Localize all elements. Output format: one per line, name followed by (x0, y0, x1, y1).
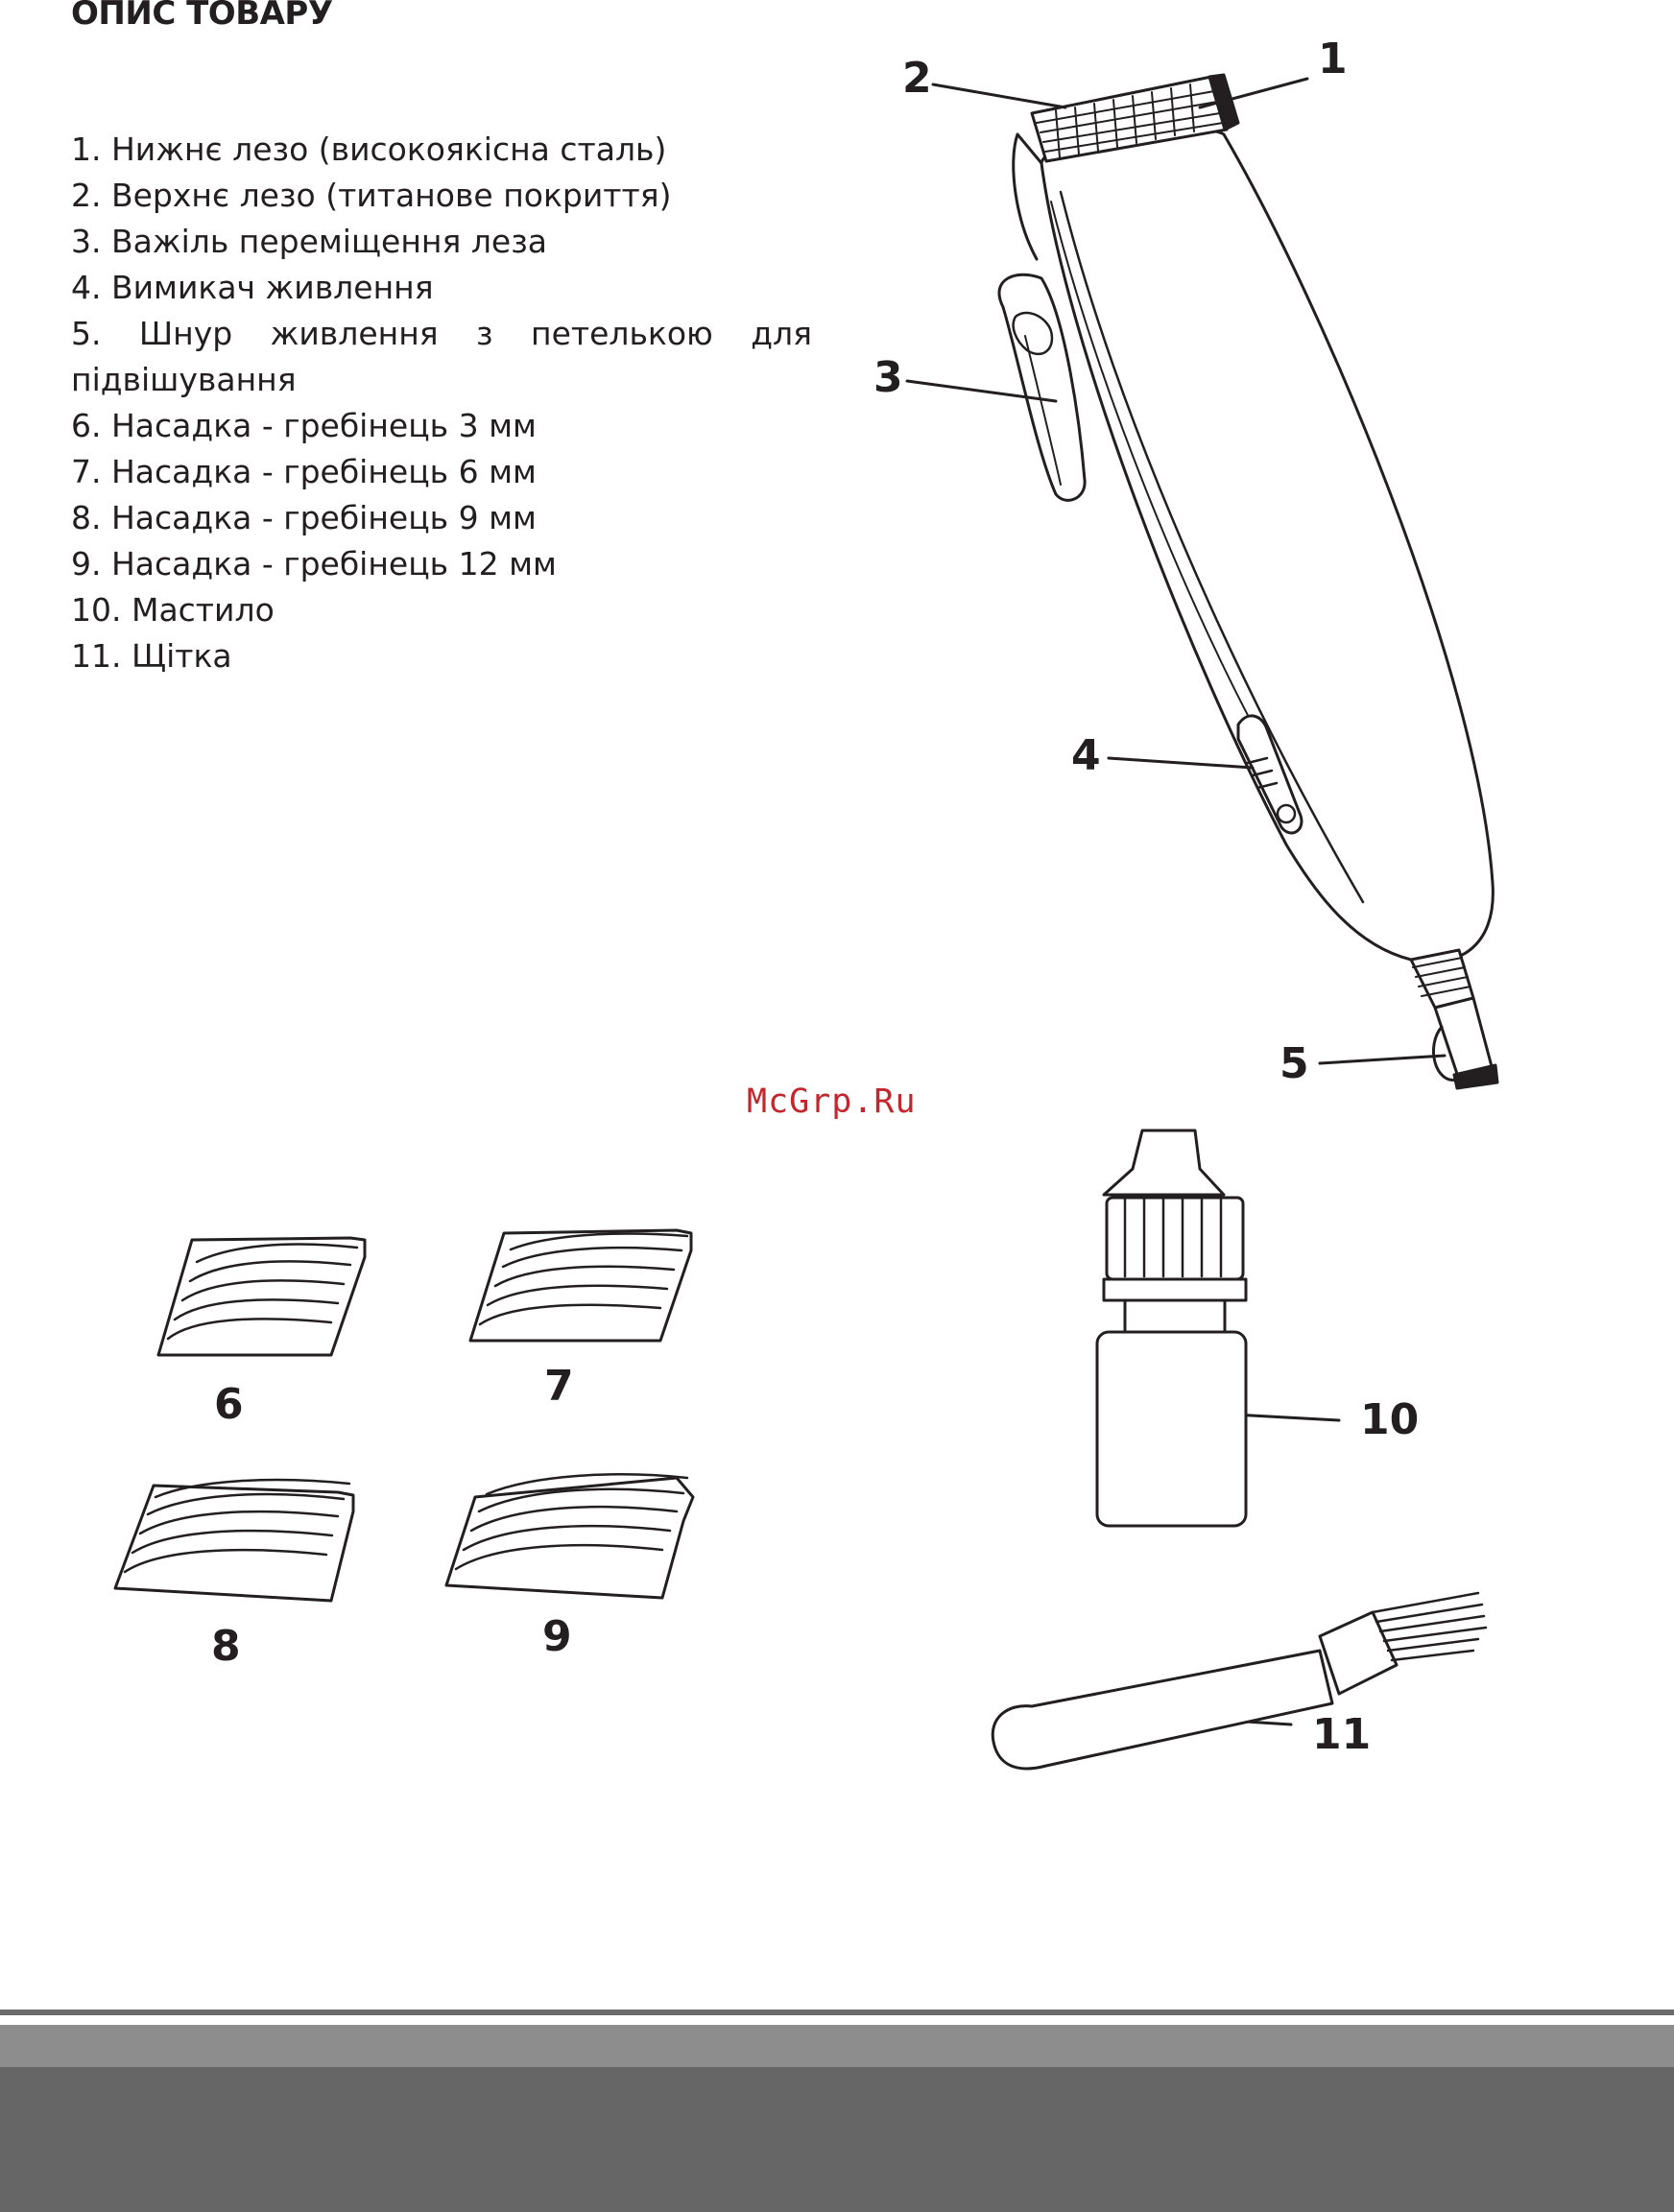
list-item: 8. Насадка - гребінець 9 мм (71, 499, 537, 536)
callout-2: 2 (902, 54, 932, 103)
page-title: ОПИС ТОВАРУ (71, 0, 333, 33)
comb-attachment-6 (156, 1236, 367, 1357)
list-item: 1. Нижнє лезо (високоякісна сталь) (71, 131, 667, 168)
footer-divider (0, 2010, 1674, 2015)
list-item: 3. Важіль переміщення леза (71, 223, 547, 260)
list-item: 9. Насадка - гребінець 12 мм (71, 545, 557, 583)
brush-illustration (991, 1591, 1488, 1771)
list-item: 11. Щітка (71, 637, 232, 675)
footer-bar (0, 2067, 1674, 2212)
list-item: 2. Верхнє лезо (титанове покриття) (71, 177, 672, 214)
callout-8: 8 (211, 1622, 241, 1671)
hanging-loop (1432, 1025, 1459, 1082)
clipper-illustration (997, 73, 1499, 1090)
callout-10: 10 (1360, 1395, 1420, 1444)
list-item: 7. Насадка - гребінець 6 мм (71, 453, 537, 490)
parts-list: 1. Нижнє лезо (високоякісна сталь) 2. Ве… (71, 127, 812, 679)
power-switch (1236, 714, 1303, 835)
list-item: 6. Насадка - гребінець 3 мм (71, 407, 537, 444)
callout-3: 3 (873, 353, 903, 402)
oil-bottle-illustration (1095, 1129, 1248, 1528)
taper-lever (997, 273, 1087, 502)
callout-6: 6 (214, 1380, 244, 1429)
callout-11: 11 (1312, 1710, 1372, 1759)
callout-1: 1 (1318, 35, 1348, 83)
list-item: 10. Мастило (71, 591, 275, 629)
callout-5: 5 (1279, 1039, 1309, 1088)
callout-9: 9 (542, 1612, 572, 1661)
callout-7: 7 (544, 1362, 574, 1411)
footer-band (0, 2025, 1674, 2067)
list-item: 5. Шнур живлення з петелькою для підвішу… (71, 315, 812, 398)
list-item: 4. Вимикач живлення (71, 269, 434, 306)
callout-4: 4 (1071, 731, 1101, 780)
watermark: McGrp.Ru (747, 1082, 917, 1121)
comb-attachment-7 (468, 1228, 693, 1343)
comb-attachment-9 (444, 1473, 695, 1600)
comb-attachment-8 (113, 1478, 355, 1603)
